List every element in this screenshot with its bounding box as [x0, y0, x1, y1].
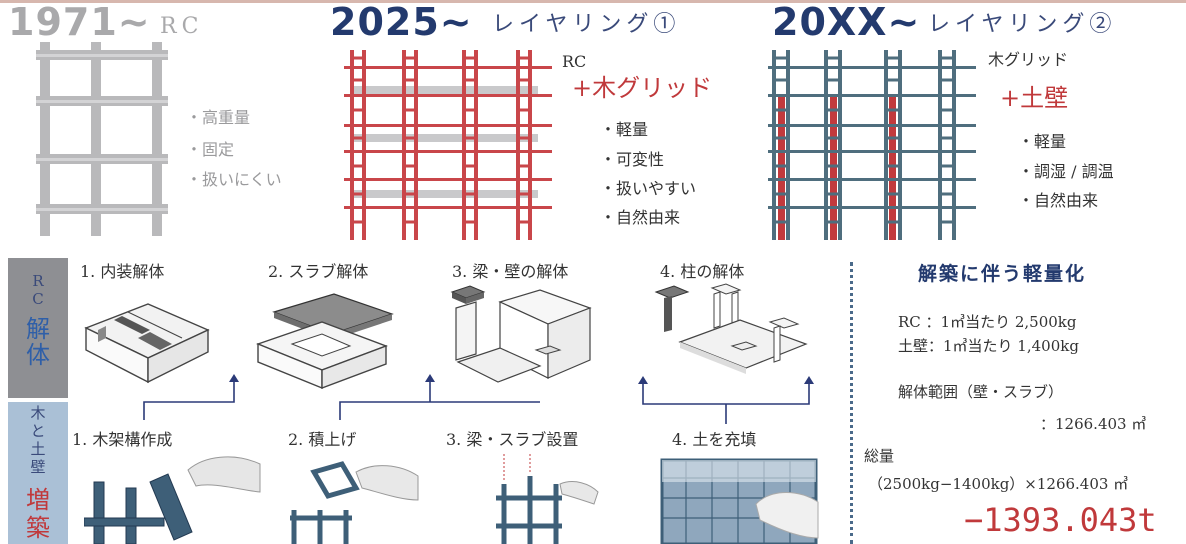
total-label: 総量: [864, 447, 895, 465]
soil-wall-density: 土壁：1㎥当たり 1,400kg: [898, 337, 1079, 355]
era1-label: RC: [160, 14, 204, 39]
section-divider: [850, 262, 853, 544]
era2-label: レイヤリング①: [492, 12, 681, 37]
build-side-label: 増 築: [26, 486, 50, 542]
rc-wood-grid-illustration: [344, 50, 552, 240]
era1-bullet-3: ・扱いにくい: [186, 170, 282, 189]
slab-demolition-illustration: [256, 293, 394, 390]
demolition-range-value: ：1266.403 ㎥: [1040, 415, 1147, 433]
wood-grid-soil-wall-illustration: [768, 50, 976, 240]
era2-bullet-4: ・自然由来: [600, 208, 681, 227]
beam-slab-installation-illustration: [496, 454, 599, 544]
demolition-side-label: 解 体: [26, 315, 50, 369]
demolition-side-label-top: R C: [32, 272, 44, 308]
build-step-4: 4. 土を充填: [672, 430, 757, 449]
build-step-2: 2. 積上げ: [288, 430, 357, 449]
column-demolition-illustration: [654, 283, 808, 374]
demolition-step-2: 2. スラブ解体: [268, 262, 369, 281]
era2-year: 2025~: [330, 0, 473, 44]
era3-label: レイヤリング②: [928, 12, 1117, 37]
demolition-step-3: 3. 梁・壁の解体: [452, 262, 569, 281]
era1-bullet-1: ・高重量: [186, 108, 251, 127]
demolition-side-bar: [8, 258, 68, 398]
era2-bullet-1: ・軽量: [600, 120, 649, 139]
process-connector-arrows: [143, 374, 814, 424]
interior-demolition-illustration: [84, 303, 210, 384]
stacking-illustration: [290, 461, 419, 544]
weight-reduction-result: −1393.043t: [964, 501, 1157, 539]
demolition-range-label: 解体範囲（壁・スラブ）: [898, 383, 1064, 401]
era3-addition: +土壁: [1000, 84, 1069, 112]
era2-bullet-3: ・扱いやすい: [600, 179, 697, 198]
rc-density: RC ：1㎥当たり 2,500kg: [898, 313, 1077, 331]
era3-bullet-3: ・自然由来: [1018, 191, 1099, 210]
rc-frame-illustration: [36, 42, 168, 236]
total-formula: （2500kg−1400kg）×1266.403 ㎥: [868, 475, 1129, 493]
era2-base: RC: [562, 52, 587, 71]
wood-frame-illustration: [84, 456, 261, 544]
beam-wall-demolition-illustration: [450, 285, 592, 383]
build-side-label-top: 木 と 土 壁: [30, 404, 46, 476]
era1-bullet-2: ・固定: [186, 140, 235, 159]
build-step-3: 3. 梁・スラブ設置: [446, 430, 579, 449]
era3-bullet-1: ・軽量: [1018, 132, 1067, 151]
build-side-bar: [8, 402, 68, 544]
era3-year: 20XX~: [772, 0, 921, 44]
soil-filling-illustration: [660, 458, 819, 544]
top-border: [0, 0, 1186, 3]
summary-title: 解築に伴う軽量化: [918, 263, 1087, 285]
era3-bullet-2: ・調湿 / 調温: [1018, 162, 1114, 181]
era2-bullet-2: ・可変性: [600, 150, 665, 169]
era1-year: 1971~: [8, 0, 151, 44]
demolition-step-1: 1. 内装解体: [80, 262, 165, 281]
era3-base: 木グリッド: [988, 50, 1069, 69]
era2-addition: +木グリッド: [572, 74, 713, 102]
build-step-1: 1. 木架構作成: [72, 430, 173, 449]
demolition-step-4: 4. 柱の解体: [660, 262, 745, 281]
